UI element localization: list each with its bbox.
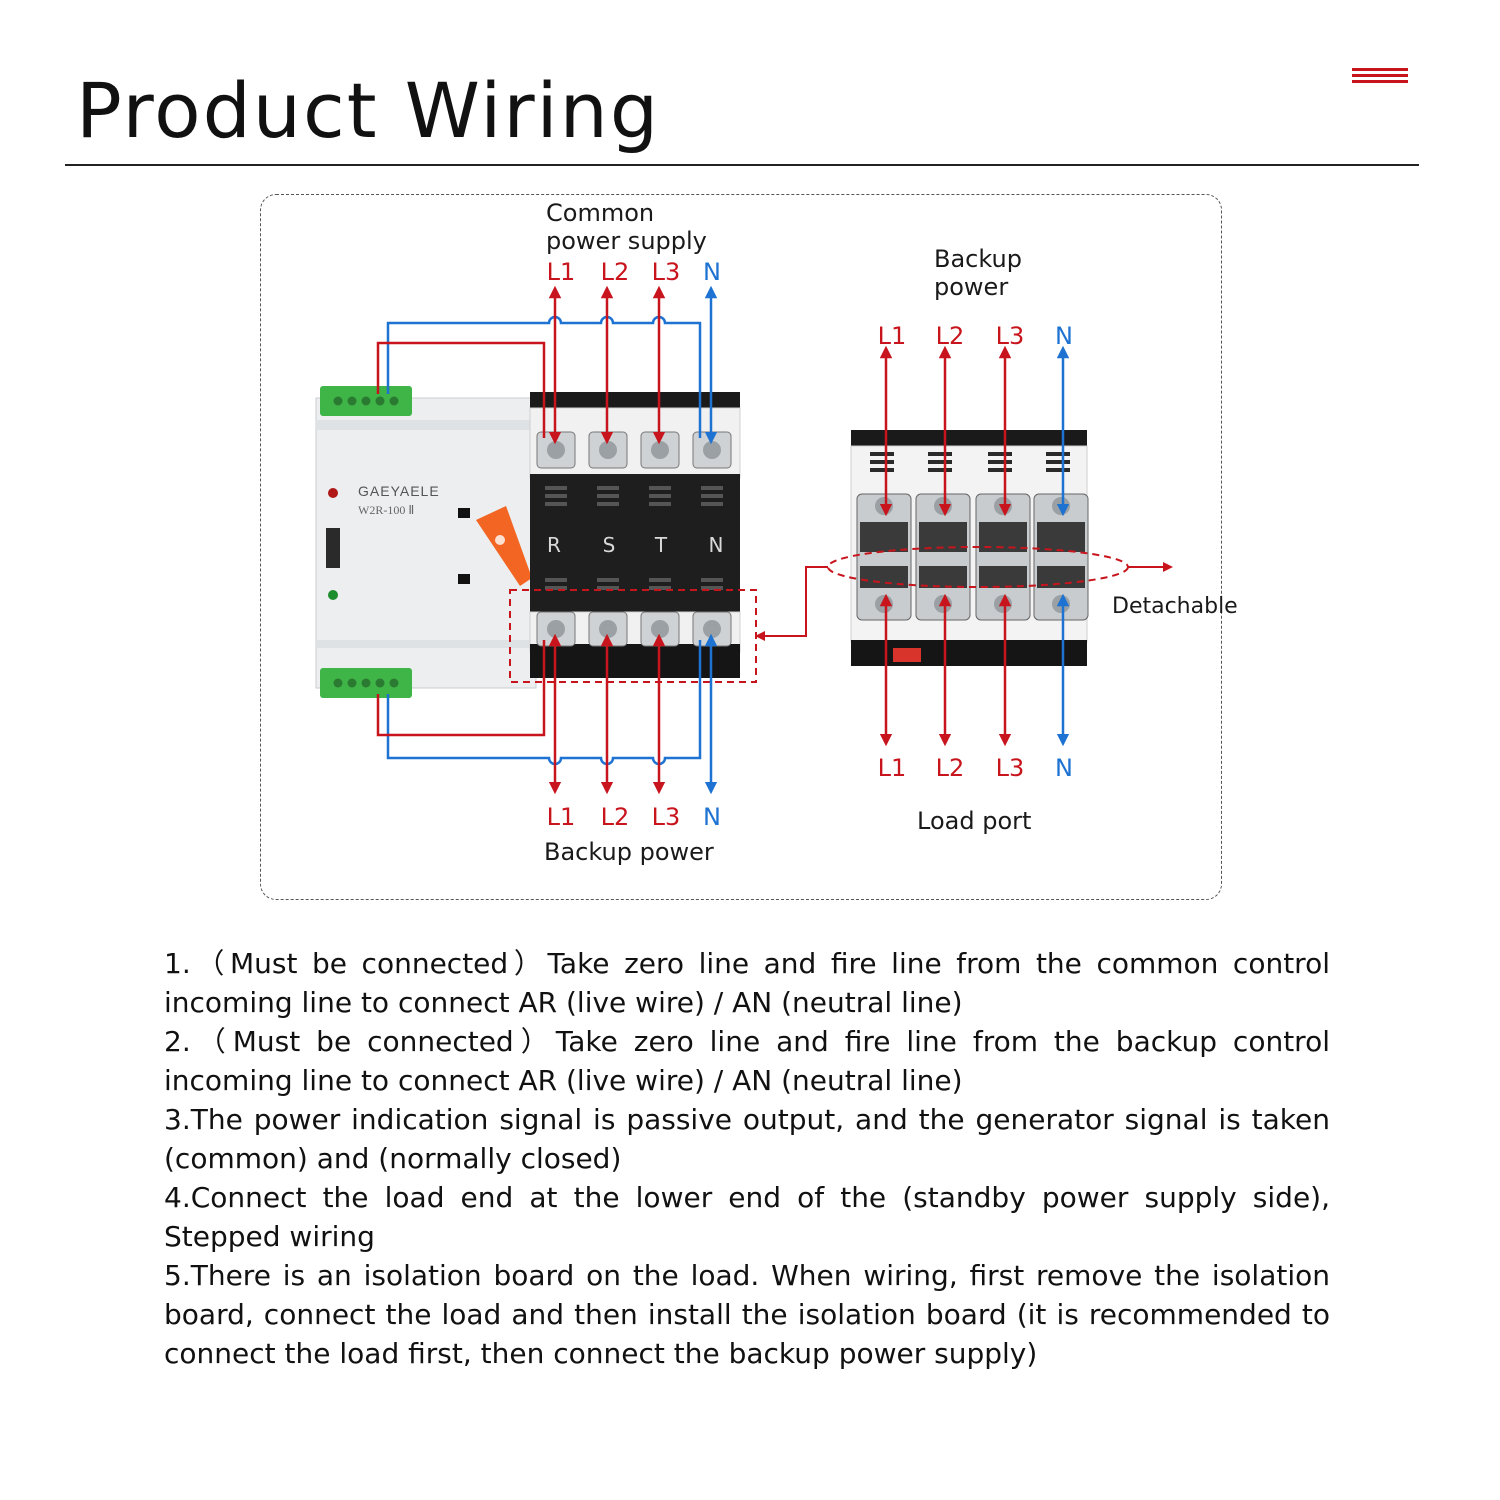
wiring-right <box>879 345 1070 747</box>
phase-label: L2 <box>601 803 630 831</box>
device-brand: GAEYAELE <box>358 483 440 499</box>
phase-label: L3 <box>652 803 681 831</box>
detachable-label: Detachable <box>1112 594 1238 619</box>
backup-power-right-label-line1: Backup <box>934 245 1022 273</box>
note-item: 4.Connect the load end at the lower end … <box>164 1181 1330 1253</box>
wiring-notes: 1.（Must be connected）Take zero line and … <box>164 944 1330 1373</box>
page-title: Product Wiring <box>76 66 661 155</box>
ats-device: GAEYAELE W2R-100 Ⅱ <box>315 386 757 698</box>
load-terminal-block <box>827 430 1129 666</box>
terminal-label-r: R <box>547 533 561 557</box>
common-supply-label-line1: Common <box>546 199 654 227</box>
terminal-label-n: N <box>709 533 724 557</box>
phase-label: N <box>1055 322 1073 350</box>
phase-label: L1 <box>547 803 576 831</box>
note-item: 5.There is an isolation board on the loa… <box>164 1259 1330 1370</box>
phase-label: N <box>703 803 721 831</box>
load-port-label: Load port <box>917 807 1031 835</box>
backup-power-bottom-label: Backup power <box>544 838 714 866</box>
phase-label: L2 <box>936 322 965 350</box>
note-item: 2.（Must be connected）Take zero line and … <box>164 1025 1330 1097</box>
phase-label: L2 <box>936 754 965 782</box>
note-item: 3.The power indication signal is passive… <box>164 1103 1330 1175</box>
switch-handle <box>476 506 532 586</box>
indicator-light-green <box>328 590 338 600</box>
indicator-light-red <box>328 488 338 498</box>
common-supply-label-line2: power supply <box>546 227 707 255</box>
terminal-label-s: S <box>603 533 616 557</box>
phase-label: L1 <box>547 258 576 286</box>
wiring-diagram-frame <box>260 194 1222 900</box>
control-terminal-bottom <box>320 668 412 698</box>
detachable-connector-arrow <box>755 566 828 641</box>
title-divider <box>65 164 1419 166</box>
terminal-label-t: T <box>654 533 668 557</box>
phase-label: L2 <box>601 258 630 286</box>
phase-label: N <box>703 258 721 286</box>
wiring-diagram: GAEYAELE W2R-100 Ⅱ <box>315 199 1238 866</box>
phase-label: L3 <box>996 322 1025 350</box>
phase-label: L1 <box>878 754 907 782</box>
phase-label: L3 <box>652 258 681 286</box>
backup-power-right-label-line2: power <box>934 273 1008 301</box>
control-terminal-top <box>320 386 412 416</box>
wiring-left <box>376 285 718 795</box>
device-model: W2R-100 Ⅱ <box>358 503 414 517</box>
menu-icon[interactable] <box>1352 68 1408 84</box>
phase-label: L1 <box>878 322 907 350</box>
phase-label: L3 <box>996 754 1025 782</box>
phase-label: N <box>1055 754 1073 782</box>
note-item: 1.（Must be connected）Take zero line and … <box>164 947 1330 1019</box>
